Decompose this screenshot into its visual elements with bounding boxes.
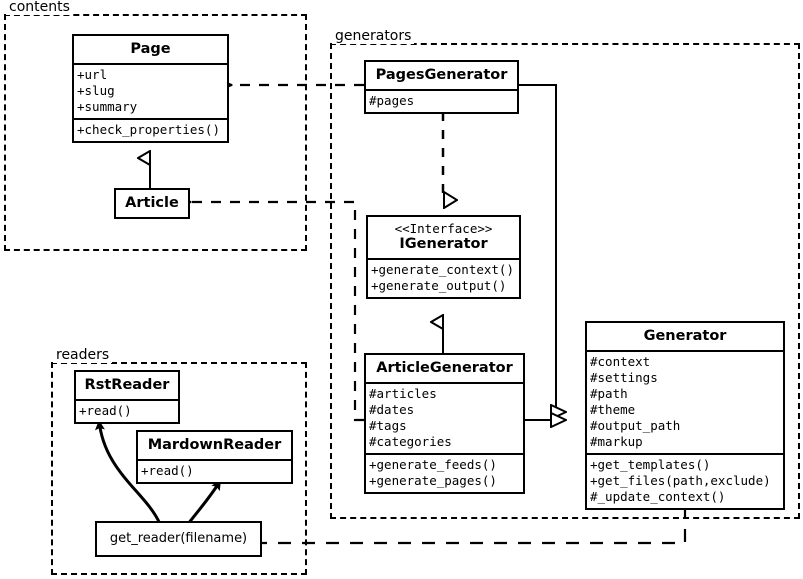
- operation: +read(): [141, 463, 194, 478]
- class-igenerator-name: IGenerator: [399, 236, 488, 252]
- class-article-generator-name: ArticleGenerator: [376, 360, 513, 376]
- package-contents-label: contents: [6, 0, 73, 15]
- attribute: #articles: [369, 386, 437, 401]
- class-mardown-reader-name: MardownReader: [147, 437, 282, 453]
- attribute: #markup: [590, 434, 643, 449]
- class-mardown-reader-operations: +read(): [138, 459, 291, 482]
- class-pages-generator[interactable]: PagesGenerator #pages: [364, 60, 519, 114]
- attribute: #categories: [369, 434, 452, 449]
- operation: +generate_output(): [371, 278, 507, 293]
- class-page-operations: +check_properties(): [74, 118, 227, 141]
- attribute: +url: [77, 67, 108, 82]
- package-readers-label: readers: [53, 348, 113, 363]
- operation: +get_templates(): [590, 457, 711, 472]
- attribute: #theme: [590, 402, 636, 417]
- class-generator-name: Generator: [643, 328, 727, 344]
- class-page-attributes: +url +slug +summary: [74, 63, 227, 118]
- operation: +generate_feeds(): [369, 457, 497, 472]
- class-article-generator-attributes: #articles #dates #tags #categories: [366, 382, 523, 453]
- attribute: #context: [590, 354, 651, 369]
- operation: +read(): [79, 403, 132, 418]
- attribute: #output_path: [590, 418, 681, 433]
- class-article-generator-operations: +generate_feeds() +generate_pages(): [366, 453, 523, 492]
- operation: +check_properties(): [77, 122, 220, 137]
- package-readers: [51, 362, 307, 575]
- operation: +generate_pages(): [369, 473, 497, 488]
- attribute: #pages: [369, 93, 415, 108]
- class-pages-generator-attributes: #pages: [366, 89, 517, 112]
- class-page[interactable]: Page +url +slug +summary +check_properti…: [72, 34, 229, 143]
- class-article-name: Article: [125, 195, 179, 211]
- class-igenerator-stereotype: <<Interface>>: [394, 221, 493, 236]
- class-article-generator[interactable]: ArticleGenerator #articles #dates #tags …: [364, 353, 525, 494]
- operation: +get_files(path,exclude): [590, 473, 771, 488]
- attribute: #path: [590, 386, 628, 401]
- class-generator[interactable]: Generator #context #settings #path #them…: [585, 321, 785, 510]
- attribute: +summary: [77, 99, 138, 114]
- attribute: +slug: [77, 83, 115, 98]
- operation: +generate_context(): [371, 262, 514, 277]
- class-generator-attributes: #context #settings #path #theme #output_…: [587, 350, 783, 453]
- class-rst-reader-name: RstReader: [84, 377, 170, 393]
- class-mardown-reader[interactable]: MardownReader +read(): [136, 430, 293, 484]
- class-igenerator[interactable]: <<Interface>> IGenerator +generate_conte…: [366, 215, 521, 299]
- function-get-reader-label: get_reader(filename): [109, 531, 248, 546]
- package-generators-label: generators: [332, 29, 415, 44]
- package-contents: [4, 14, 307, 251]
- class-rst-reader[interactable]: RstReader +read(): [74, 370, 180, 424]
- class-rst-reader-operations: +read(): [76, 399, 178, 422]
- attribute: #dates: [369, 402, 415, 417]
- attribute: #tags: [369, 418, 407, 433]
- attribute: #settings: [590, 370, 658, 385]
- operation: #_update_context(): [590, 489, 726, 504]
- class-page-name: Page: [130, 41, 171, 57]
- class-article[interactable]: Article: [114, 188, 190, 219]
- function-get-reader[interactable]: get_reader(filename): [95, 521, 262, 557]
- class-igenerator-operations: +generate_context() +generate_output(): [368, 258, 519, 297]
- class-generator-operations: +get_templates() +get_files(path,exclude…: [587, 453, 783, 508]
- class-pages-generator-name: PagesGenerator: [375, 67, 508, 83]
